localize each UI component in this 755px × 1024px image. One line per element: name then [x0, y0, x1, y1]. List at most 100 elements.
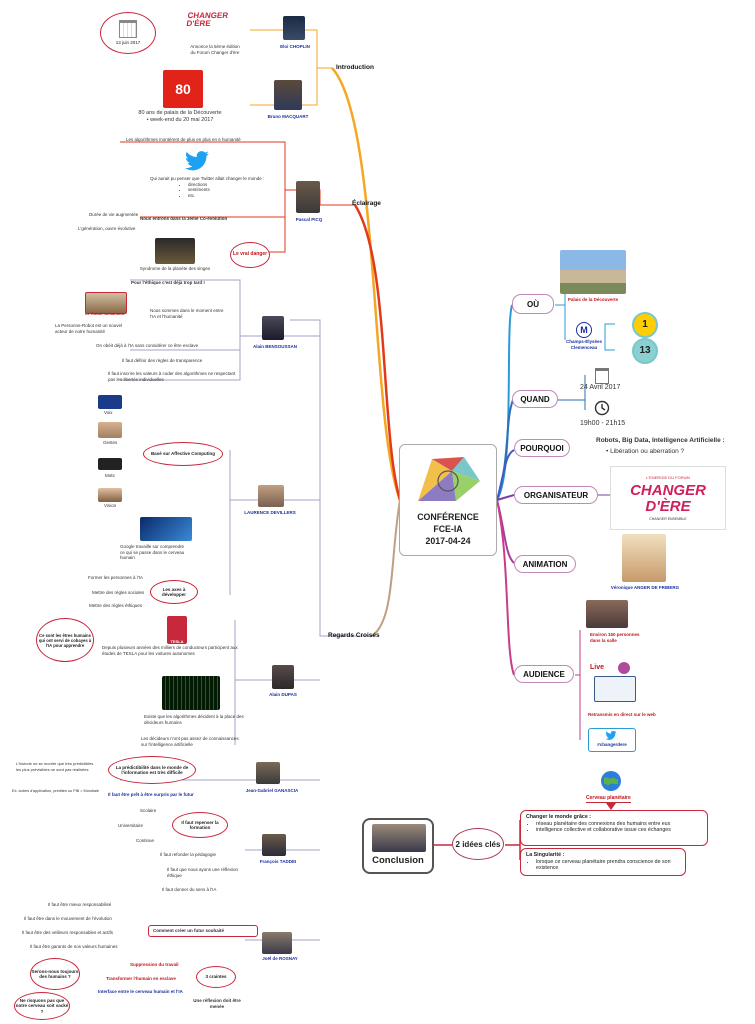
branch-quand[interactable]: QUAND [512, 390, 558, 408]
google-text: Google travaille sur comprendre ce qui s… [120, 544, 185, 560]
branch-eclairage[interactable]: Éclairage [352, 200, 381, 207]
pascal-picq-name[interactable]: Pascal PICQ [295, 217, 323, 222]
calendar-icon [595, 368, 609, 384]
hashtag: #changerdere [597, 742, 627, 747]
bensoussan-l3: On obéit déjà à l'IA sans considérer ce … [96, 343, 199, 348]
affective-item: Gestes [103, 440, 118, 445]
branch-audience[interactable]: AUDIENCE [514, 665, 574, 683]
salle-text: Environ 150 personnes dans la salle [590, 632, 640, 643]
affective-item: Voix [104, 410, 113, 415]
central-topic[interactable]: CONFÉRENCE FCE-IA 2017-04-24 [399, 444, 497, 556]
reflexion-text: Une réflexion doit être menée [193, 998, 241, 1009]
conclusion-topic[interactable]: Conclusion [362, 818, 434, 874]
macquart-text-1: 80 ans de palais de la Découverte [138, 110, 222, 116]
alain-dupas-photo [272, 665, 294, 689]
rosnay-f4: Il faut être garants de nos valeurs huma… [30, 944, 118, 949]
macquart-text-2: • week-end du 20 mai 2017 [146, 117, 214, 123]
eloi-choplin-photo [283, 16, 305, 40]
line-1-badge: 1 [632, 312, 658, 338]
conclusion-label: Conclusion [372, 855, 424, 866]
conference-logo-icon [418, 457, 480, 501]
alain-dupas-name[interactable]: Alain DUPAS [269, 692, 297, 697]
dupas-algo: Existe que les algorithmes décident à la… [144, 714, 244, 725]
metro-label: Champs-Élysées Clemenceau [565, 339, 603, 350]
vision-photo [98, 488, 122, 502]
danger-oval: Le vrai danger [230, 242, 270, 268]
crainte-2: Transformer l'humain en esclave [106, 976, 176, 981]
bensoussan-l1: Pour l'éthique c'est déjà trop tard ! [131, 280, 205, 285]
branch-ou[interactable]: OÙ [512, 294, 554, 314]
singes-text: Syndrome de la planète des singes [139, 266, 211, 271]
taddei-photo [262, 834, 286, 856]
branch-introduction[interactable]: Introduction [336, 64, 374, 71]
taddei-name[interactable]: François TADDEI [259, 859, 297, 864]
veronique-name[interactable]: Véronique ANGER DE FRIBERG [610, 585, 680, 590]
ganascia-name[interactable]: Jean-Gabriel GANASCIA [245, 788, 299, 793]
palais-photo [560, 250, 626, 294]
palais-label: Palais de la Découverte [567, 297, 619, 302]
central-date: 2017-04-24 [425, 536, 471, 546]
conclusion-item: réseau planétaire des connexions des hum… [536, 821, 702, 828]
pourquoi-title: Robots, Big Data, Intelligence Artificie… [596, 437, 725, 444]
central-title: CONFÉRENCE [417, 512, 479, 522]
taddei-l1: Il faut refonder la pédagogie [160, 852, 217, 857]
coevol-left-2: L'génération, ouvre évolutive [78, 226, 136, 231]
quand-time: 19h00 - 21h15 [580, 420, 626, 427]
brain-photo [140, 517, 192, 541]
palais-80-logo: 80 [163, 70, 203, 108]
changer-logo-small: CHANGER D'ÈRE [185, 11, 229, 28]
ganascia-l1: L'historie ne se montre que très prédict… [16, 761, 94, 772]
salle-photo [586, 600, 628, 628]
laurence-devillers-photo [258, 485, 284, 507]
cerveau-label: Cerveau planétaire [586, 795, 631, 803]
affective-item: Vision [104, 503, 117, 508]
choplin-text-1: Annonce la 5ème édition [190, 44, 240, 49]
taddei-l3: Il faut donner du sens à l'IA [162, 887, 217, 892]
formation-item: Continue [136, 838, 155, 843]
metro-icon: M [576, 322, 592, 338]
central-subtitle: FCE-IA [433, 524, 463, 534]
date-badge: 13 juin 2017 [100, 12, 156, 54]
ganascia-futur: Il faut être prêt à être surpris par le … [108, 792, 194, 797]
conclusion-item: lorsque ce cerveau planétaire prendra co… [536, 859, 680, 872]
branch-organisateur[interactable]: ORGANISATEUR [514, 486, 598, 504]
gestures-photo [98, 422, 122, 438]
twitter-item: etc. [188, 193, 280, 199]
alain-bensoussan-name[interactable]: Alain BENSOUSSAN [252, 344, 297, 349]
ganascia-photo [256, 762, 280, 784]
rosnay-name[interactable]: Joël de ROSNAY [262, 956, 298, 961]
twitter-question: Qui aurait pu penser que Twitter allait … [150, 176, 265, 181]
affective-item: Mots [105, 473, 115, 478]
conclusion-photo [372, 824, 426, 852]
branch-pourquoi[interactable]: POURQUOI [514, 439, 570, 457]
twitter-card: #changerdere [588, 728, 636, 752]
bruno-macquart-name[interactable]: Bruno MACQUART [267, 114, 309, 119]
affective-oval: Basé sur Affective Computing [143, 442, 223, 466]
quand-date: 24 Avril 2017 [580, 384, 621, 391]
branch-animation[interactable]: ANIMATION [514, 555, 576, 573]
formation-item: Universitaire [118, 823, 144, 828]
twitter-icon [185, 151, 209, 171]
rosnay-photo [262, 932, 292, 954]
eloi-choplin-name[interactable]: Eloi CHOPLIN [280, 44, 310, 49]
crainte-3: Interface entre le cerveau humain et l'I… [98, 989, 183, 994]
deux-idees-oval: 2 idées clés [452, 828, 504, 860]
formation-item: Scolaire [140, 808, 157, 813]
line-13-badge: 13 [632, 338, 658, 364]
choplin-text-2: du Forum Changer d'ère [190, 49, 240, 55]
voice-photo [98, 395, 122, 409]
alain-bensoussan-photo [262, 316, 284, 340]
matrix-photo [162, 676, 220, 710]
words-photo [98, 458, 122, 470]
robot-label: Le Robot humanoïde [85, 311, 125, 316]
laurence-devillers-name[interactable]: LAURENCE DEVILLERS [244, 510, 296, 515]
rosnay-f3: Il faut être des veilleurs responsables … [22, 930, 114, 935]
twitter-item: directions [188, 182, 280, 188]
conclusion-box-2: La Singularité : lorsque ce cerveau plan… [520, 848, 686, 876]
pascal-picq-photo [296, 181, 320, 213]
clock-icon [594, 400, 610, 416]
branch-regards-croises[interactable]: Regards Croisés [328, 632, 380, 639]
formation-oval: Il faut repenser la formation [172, 812, 228, 838]
rosnay-futur: Comment créer un futur souhaité [148, 925, 258, 937]
